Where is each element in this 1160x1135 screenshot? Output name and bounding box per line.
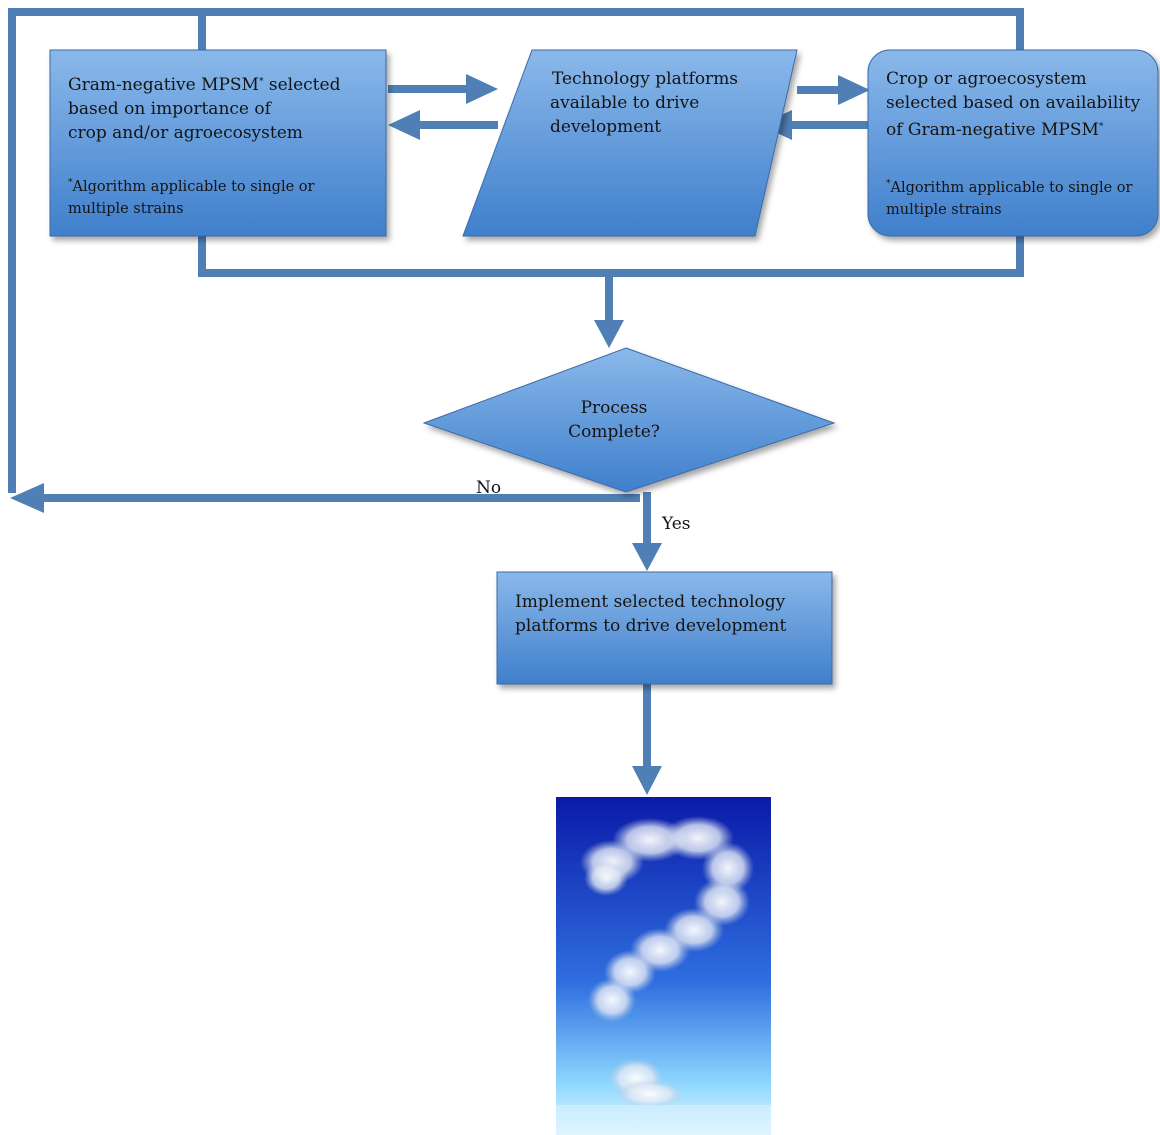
- top-frame-connector: [198, 8, 1024, 52]
- bottom-collector-connector: [198, 236, 1024, 277]
- no-edge-label: No: [476, 478, 502, 498]
- implement-box: [496, 571, 833, 685]
- right-note-line-1: *Algorithm applicable to single or: [886, 179, 1133, 196]
- arrowhead-left-1: [388, 110, 420, 140]
- left-note-line-1: *Algorithm applicable to single or: [68, 178, 315, 195]
- middle-box-line-3: development: [550, 117, 662, 137]
- decision-text: Process Complete?: [534, 396, 694, 444]
- left-box-line-3: crop and/or agroecosystem: [68, 123, 303, 143]
- arrowhead-down-decision: [594, 320, 624, 348]
- decision-diamond: [422, 347, 836, 493]
- implement-line-1: Implement selected technology: [515, 592, 786, 612]
- arrowhead-right-2: [838, 75, 870, 105]
- arrowhead-right-1: [466, 74, 498, 104]
- arrowhead-down-implement: [632, 543, 662, 571]
- right-process-box: [867, 49, 1159, 237]
- implement-box-text: Implement selected technology platforms …: [515, 590, 786, 638]
- left-box-note: *Algorithm applicable to single or multi…: [68, 172, 314, 220]
- right-box-note: *Algorithm applicable to single or multi…: [886, 173, 1132, 221]
- left-note-line-2: multiple strains: [68, 201, 184, 217]
- decision-line-2: Complete?: [568, 422, 660, 442]
- arrowhead-down-image: [632, 766, 662, 795]
- right-note-line-2: multiple strains: [886, 202, 1002, 218]
- arrowheads: [10, 74, 870, 795]
- right-box-line-1: Crop or agroecosystem: [886, 69, 1087, 89]
- implement-line-2: platforms to drive development: [515, 616, 787, 636]
- middle-box-line-1: Technology platforms: [551, 69, 739, 89]
- middle-box-text: Technology platforms available to drive …: [520, 67, 770, 139]
- right-box-text: Crop or agroecosystem selected based on …: [886, 67, 1140, 142]
- arrowhead-no: [10, 483, 44, 513]
- connectors: [8, 8, 1024, 768]
- cloud-question-mark-icon: [556, 797, 771, 1135]
- yes-edge-label: Yes: [662, 514, 691, 534]
- left-process-box: [49, 49, 387, 237]
- middle-box-line-2: available to drive: [550, 93, 700, 113]
- right-box-line-3: of Gram-negative MPSM*: [886, 120, 1104, 140]
- left-box-text: Gram-negative MPSM* selected based on im…: [68, 70, 340, 145]
- decision-line-1: Process: [580, 398, 648, 418]
- left-box-line-1: Gram-negative MPSM* selected: [68, 75, 341, 95]
- left-box-line-2: based on importance of: [68, 99, 271, 119]
- middle-data-box: [462, 49, 798, 237]
- right-box-line-2: selected based on availability: [886, 93, 1141, 113]
